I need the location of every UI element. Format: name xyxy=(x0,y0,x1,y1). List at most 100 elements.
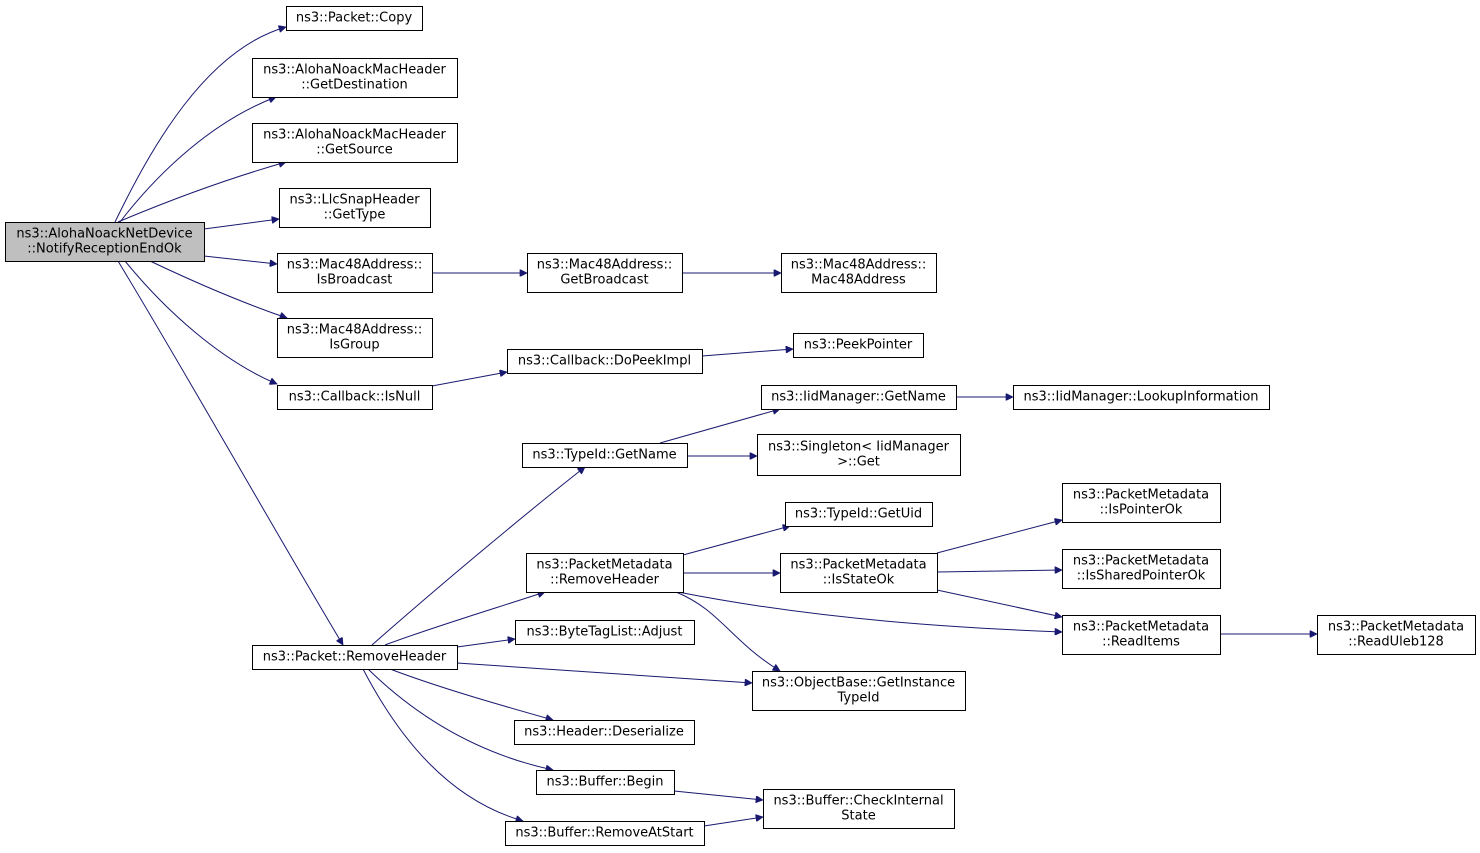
node-box[interactable] xyxy=(277,253,433,293)
node-pm-isstateok[interactable]: ns3::PacketMetadata::IsStateOk xyxy=(780,553,938,593)
node-singleton-get[interactable]: ns3::Singleton< IidManager>::Get xyxy=(757,434,961,476)
node-callback-isnull[interactable]: ns3::Callback::IsNull xyxy=(277,385,433,410)
node-label: ns3::PacketMetadata xyxy=(1328,620,1464,635)
node-box[interactable] xyxy=(252,645,458,670)
node-box[interactable] xyxy=(536,770,675,795)
node-label: ::GetDestination xyxy=(301,78,408,93)
edge-root-to-get-destination xyxy=(119,97,276,223)
node-label: ::ReadItems xyxy=(1102,635,1180,650)
node-label: >::Get xyxy=(837,455,880,470)
node-box[interactable] xyxy=(252,58,458,98)
edge-root-to-packet-copy xyxy=(114,27,286,223)
node-iid-getname[interactable]: ns3::IidManager::GetName xyxy=(761,385,957,410)
node-typeid-getname[interactable]: ns3::TypeId::GetName xyxy=(522,443,688,468)
edge-pm-removeheader-to-objectbase-getinstancetypeid xyxy=(675,591,780,672)
node-box[interactable] xyxy=(505,821,705,846)
node-label: ns3::Packet::RemoveHeader xyxy=(263,650,447,665)
node-llc-gettype[interactable]: ns3::LlcSnapHeader::GetType xyxy=(279,188,431,228)
node-box[interactable] xyxy=(5,222,205,262)
node-get-broadcast[interactable]: ns3::Mac48Address::GetBroadcast xyxy=(527,253,683,293)
node-iid-lookup[interactable]: ns3::IidManager::LookupInformation xyxy=(1013,385,1270,410)
node-pm-removeheader[interactable]: ns3::PacketMetadata::RemoveHeader xyxy=(526,553,684,593)
node-box[interactable] xyxy=(277,318,433,358)
node-get-destination[interactable]: ns3::AlohaNoackMacHeader::GetDestination xyxy=(252,58,458,98)
node-label: ::RemoveHeader xyxy=(550,573,660,588)
node-box[interactable] xyxy=(515,620,695,645)
node-box[interactable] xyxy=(507,349,703,374)
node-packet-removeheader[interactable]: ns3::Packet::RemoveHeader xyxy=(252,645,458,670)
node-do-peek-impl[interactable]: ns3::Callback::DoPeekImpl xyxy=(507,349,703,374)
node-peek-pointer[interactable]: ns3::PeekPointer xyxy=(793,333,924,358)
edge-packet-removeheader-to-buffer-begin xyxy=(367,668,553,770)
node-label: ns3::Mac48Address:: xyxy=(791,258,926,273)
node-buffer-removeatstart[interactable]: ns3::Buffer::RemoveAtStart xyxy=(505,821,705,846)
edge-pm-removeheader-to-typeid-getuid xyxy=(682,526,790,556)
node-box[interactable] xyxy=(514,720,695,745)
node-box[interactable] xyxy=(1062,483,1221,523)
node-label: ::NotifyReceptionEndOk xyxy=(27,242,182,257)
node-box[interactable] xyxy=(781,253,937,293)
edge-packet-removeheader-to-pm-removeheader xyxy=(384,592,545,646)
node-pm-ispointerok[interactable]: ns3::PacketMetadata::IsPointerOk xyxy=(1062,483,1221,523)
node-label: ns3::Packet::Copy xyxy=(296,11,413,26)
node-root[interactable]: ns3::AlohaNoackNetDevice::NotifyReceptio… xyxy=(5,222,205,262)
node-is-group[interactable]: ns3::Mac48Address::IsGroup xyxy=(277,318,433,358)
node-box[interactable] xyxy=(522,443,688,468)
node-label: Mac48Address xyxy=(811,273,906,288)
node-box[interactable] xyxy=(757,434,961,476)
node-box[interactable] xyxy=(279,188,431,228)
node-label: ns3::Mac48Address:: xyxy=(287,258,422,273)
node-pm-readuleb128[interactable]: ns3::PacketMetadata::ReadUleb128 xyxy=(1317,615,1476,655)
node-label: ns3::Buffer::RemoveAtStart xyxy=(515,826,693,841)
edge-do-peek-impl-to-peek-pointer xyxy=(701,349,793,357)
node-pm-issharedpointerok[interactable]: ns3::PacketMetadata::IsSharedPointerOk xyxy=(1062,549,1221,589)
node-box[interactable] xyxy=(252,123,458,163)
node-get-source[interactable]: ns3::AlohaNoackMacHeader::GetSource xyxy=(252,123,458,163)
node-label: ns3::Callback::IsNull xyxy=(289,390,421,405)
node-typeid-getuid[interactable]: ns3::TypeId::GetUid xyxy=(785,502,933,527)
node-mac48-ctor[interactable]: ns3::Mac48Address::Mac48Address xyxy=(781,253,937,293)
node-is-broadcast[interactable]: ns3::Mac48Address::IsBroadcast xyxy=(277,253,433,293)
node-label: ns3::Callback::DoPeekImpl xyxy=(518,354,691,369)
node-label: ns3::Singleton< IidManager xyxy=(768,440,950,455)
edge-pm-isstateok-to-pm-ispointerok xyxy=(936,520,1062,554)
node-label: ns3::IidManager::GetName xyxy=(771,390,946,405)
node-label: ns3::PacketMetadata xyxy=(790,558,926,573)
node-box[interactable] xyxy=(752,671,966,711)
edge-pm-removeheader-to-pm-readitems xyxy=(677,591,1062,632)
node-packet-copy[interactable]: ns3::Packet::Copy xyxy=(286,6,423,31)
edge-packet-removeheader-to-bytetaglist-adjust xyxy=(456,639,515,648)
node-box[interactable] xyxy=(780,553,938,593)
edge-callback-isnull-to-do-peek-impl xyxy=(431,372,507,387)
node-box[interactable] xyxy=(785,502,933,527)
node-box[interactable] xyxy=(761,385,957,410)
node-box[interactable] xyxy=(1062,615,1221,655)
node-label: ns3::Header::Deserialize xyxy=(524,725,684,740)
node-label: IsGroup xyxy=(329,338,379,353)
node-box[interactable] xyxy=(277,385,433,410)
node-buffer-begin[interactable]: ns3::Buffer::Begin xyxy=(536,770,675,795)
node-box[interactable] xyxy=(1013,385,1270,410)
edge-pm-isstateok-to-pm-issharedpointerok xyxy=(936,570,1062,572)
node-box[interactable] xyxy=(1062,549,1221,589)
node-box[interactable] xyxy=(793,333,924,358)
node-box[interactable] xyxy=(527,253,683,293)
node-pm-readitems[interactable]: ns3::PacketMetadata::ReadItems xyxy=(1062,615,1221,655)
node-label: ns3::AlohaNoackNetDevice xyxy=(16,227,192,242)
node-box[interactable] xyxy=(763,789,955,829)
node-label: ns3::PacketMetadata xyxy=(1073,554,1209,569)
edges-layer xyxy=(114,27,1317,827)
node-label: ns3::IidManager::LookupInformation xyxy=(1023,390,1258,405)
edge-packet-removeheader-to-objectbase-getinstancetypeid xyxy=(456,662,752,683)
node-box[interactable] xyxy=(286,6,423,31)
node-box[interactable] xyxy=(1317,615,1476,655)
edge-packet-removeheader-to-typeid-getname xyxy=(371,467,585,646)
node-header-deserialize[interactable]: ns3::Header::Deserialize xyxy=(514,720,695,745)
node-label: IsBroadcast xyxy=(317,273,393,288)
node-bytetaglist-adjust[interactable]: ns3::ByteTagList::Adjust xyxy=(515,620,695,645)
node-box[interactable] xyxy=(526,553,684,593)
edge-buffer-begin-to-buffer-checkinternalstate xyxy=(673,790,763,800)
